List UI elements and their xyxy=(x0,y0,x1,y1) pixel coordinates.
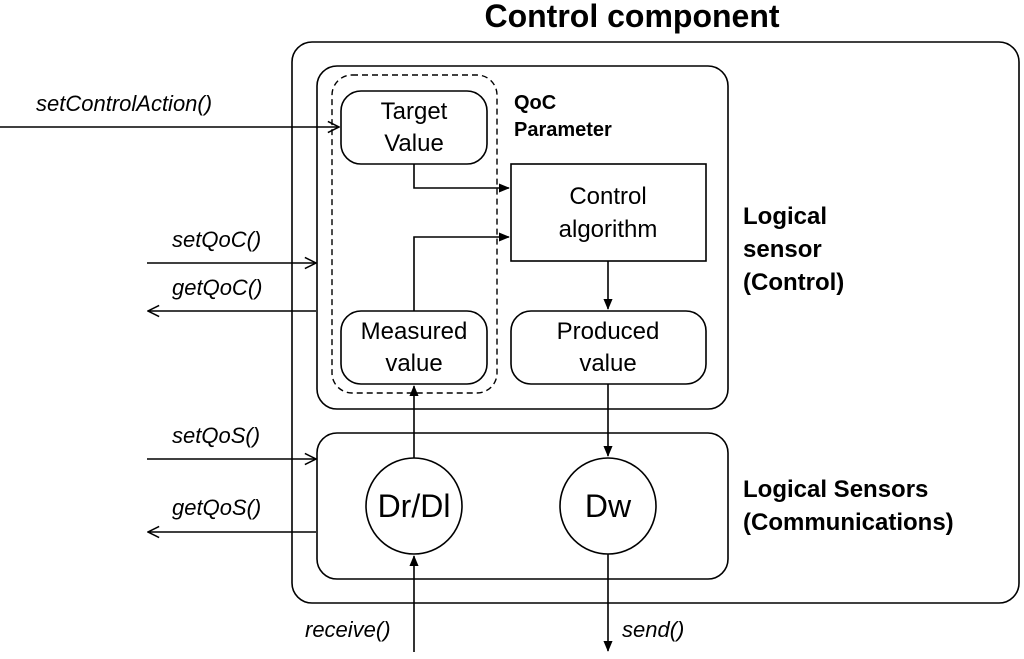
produced-value-line1: Produced xyxy=(557,318,660,345)
produced-value-line2: value xyxy=(579,350,636,377)
set-qoc-label: setQoC() xyxy=(172,227,261,252)
get-qos-label: getQoS() xyxy=(172,495,261,520)
logical-sensor-label-1: Logical xyxy=(743,203,827,230)
logical-sensor-control-box xyxy=(316,65,729,410)
get-qoc-label: getQoC() xyxy=(172,275,262,300)
measured-value-line1: Measured xyxy=(361,318,468,345)
control-algorithm-line2: algorithm xyxy=(559,216,658,243)
dw-label: Dw xyxy=(585,488,632,524)
control-algorithm-node xyxy=(510,163,707,262)
target-to-algorithm-arrow xyxy=(413,164,510,193)
send-label: send() xyxy=(622,617,684,642)
logical-sensor-label-2: sensor xyxy=(743,236,822,263)
logical-sensor-label-3: (Control) xyxy=(743,269,844,296)
parameter-label: Parameter xyxy=(514,119,612,141)
receive-label: receive() xyxy=(305,617,391,642)
logical-sensors-comm-label-1: Logical Sensors xyxy=(743,476,928,503)
control-component-box xyxy=(291,41,1020,604)
logical-sensors-comm-label-2: (Communications) xyxy=(743,509,954,536)
measured-value-line2: value xyxy=(385,350,442,377)
logical-sensors-comm-box xyxy=(316,432,729,580)
qoc-parameter-group xyxy=(331,74,498,394)
target-value-line1: Target xyxy=(381,98,448,125)
set-control-action-label: setControlAction() xyxy=(36,91,212,116)
target-value-line2: Value xyxy=(384,130,444,157)
measured-to-algorithm-arrow xyxy=(413,232,510,311)
dr-dl-label: Dr/Dl xyxy=(378,488,451,524)
set-qos-label: setQoS() xyxy=(172,423,260,448)
control-algorithm-line1: Control xyxy=(569,183,646,210)
diagram-title: Control component xyxy=(484,0,779,34)
qoc-label: QoC xyxy=(514,92,556,114)
